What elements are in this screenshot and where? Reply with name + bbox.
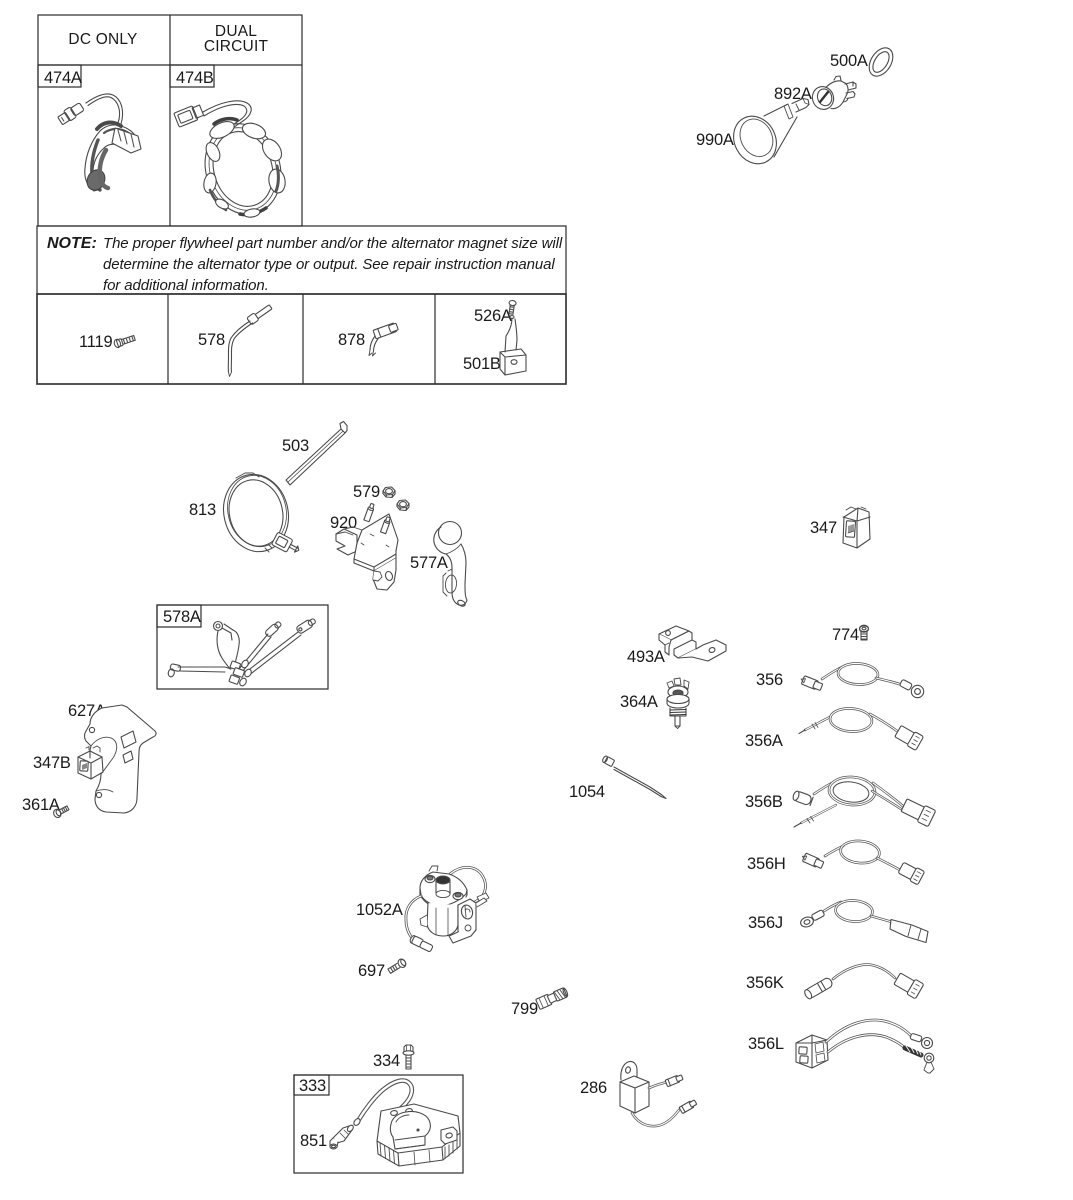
svg-text:The proper flywheel part numbe: The proper flywheel part number and/or t… [103,235,563,252]
svg-text:493A: 493A [627,648,665,666]
svg-text:334: 334 [373,1052,400,1070]
svg-text:1119: 1119 [79,333,112,351]
svg-text:DC ONLY: DC ONLY [68,31,137,48]
svg-text:356: 356 [756,671,783,689]
svg-text:578: 578 [198,331,225,349]
svg-text:474A: 474A [44,69,82,87]
svg-text:892A: 892A [774,85,812,103]
svg-text:503: 503 [282,437,309,455]
svg-text:333: 333 [299,1077,326,1095]
svg-text:577A: 577A [410,554,448,572]
svg-text:474B: 474B [176,69,214,87]
svg-text:500A: 500A [830,52,868,70]
svg-text:347: 347 [810,519,837,537]
svg-text:NOTE:: NOTE: [47,235,97,252]
svg-text:for additional information.: for additional information. [103,277,269,294]
svg-text:286: 286 [580,1079,607,1097]
svg-text:356B: 356B [745,793,783,811]
svg-text:774: 774 [832,626,859,644]
svg-text:878: 878 [338,331,365,349]
svg-text:356H: 356H [747,855,786,873]
svg-text:1054: 1054 [569,783,605,801]
svg-text:DUAL: DUAL [215,23,257,40]
svg-text:356A: 356A [745,732,783,750]
svg-text:CIRCUIT: CIRCUIT [204,38,269,55]
svg-text:364A: 364A [620,693,658,711]
svg-text:526A: 526A [474,307,512,325]
svg-text:851: 851 [300,1132,327,1150]
svg-text:697: 697 [358,962,385,980]
svg-text:356K: 356K [746,974,784,992]
svg-text:799: 799 [511,1000,538,1018]
svg-text:347B: 347B [33,754,71,772]
svg-text:356J: 356J [748,914,783,932]
svg-text:361A: 361A [22,796,60,814]
svg-text:579: 579 [353,483,380,501]
svg-text:578A: 578A [163,608,201,626]
svg-text:1052A: 1052A [356,901,403,919]
svg-text:990A: 990A [696,131,734,149]
svg-text:501B: 501B [463,355,501,373]
svg-text:356L: 356L [748,1035,784,1053]
svg-text:813: 813 [189,501,216,519]
svg-text:determine the alternator type: determine the alternator type or output.… [103,256,555,273]
